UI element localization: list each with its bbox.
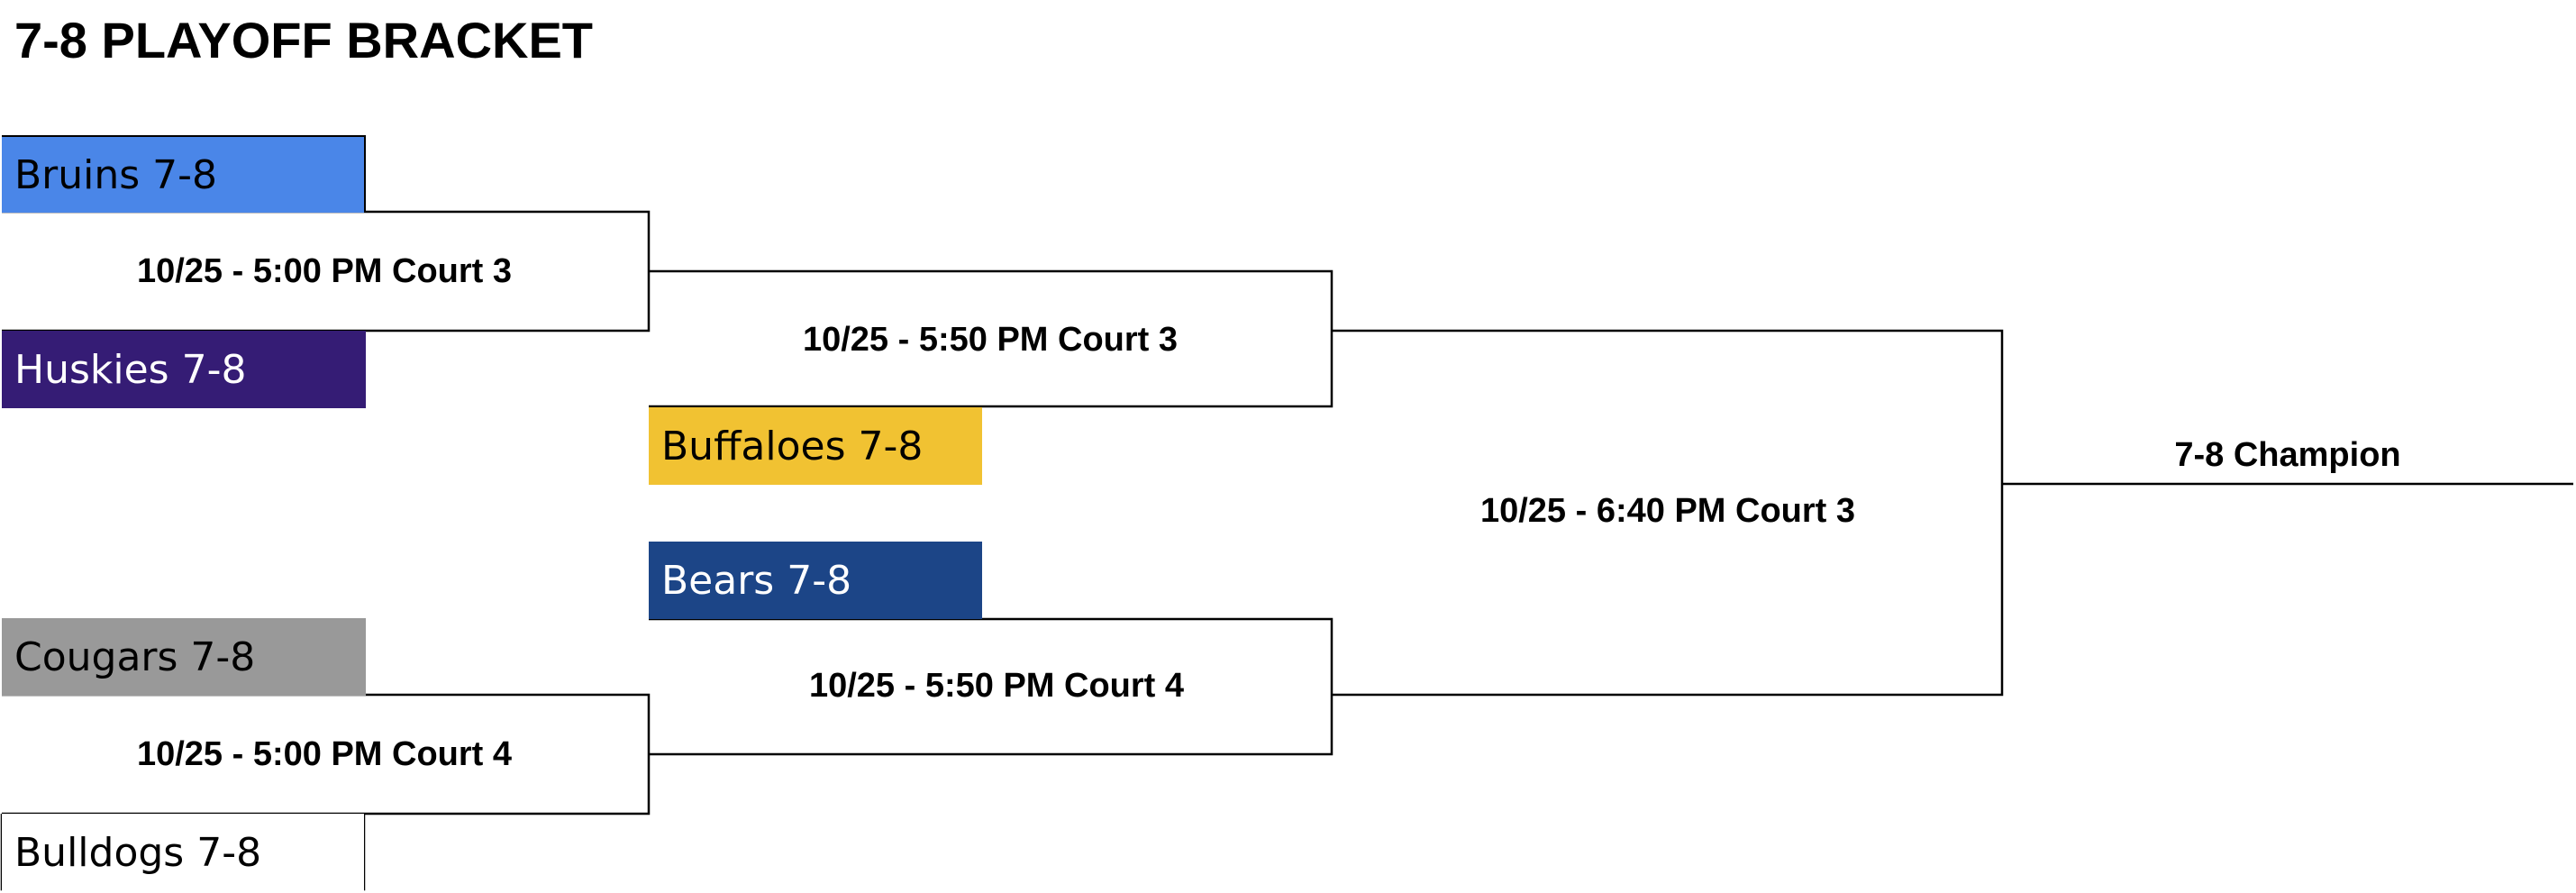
game-round2-top: 10/25 - 5:50 PM Court 3	[802, 321, 1179, 359]
team-bruins: Bruins 7-8	[2, 135, 366, 213]
team-cougars: Cougars 7-8	[2, 618, 366, 696]
team-buffaloes: Buffaloes 7-8	[649, 407, 982, 485]
bracket-line-r2-top	[649, 269, 1334, 408]
game-round2-bottom: 10/25 - 5:50 PM Court 4	[808, 667, 1185, 705]
page-title: 7-8 PLAYOFF BRACKET	[14, 12, 594, 68]
champion-label: 7-8 Champion	[2174, 436, 2401, 474]
team-bulldogs: Bulldogs 7-8	[2, 814, 364, 891]
team-huskies: Huskies 7-8	[2, 331, 366, 408]
game-round1-bottom: 10/25 - 5:00 PM Court 4	[136, 735, 513, 773]
game-round1-top: 10/25 - 5:00 PM Court 3	[136, 252, 513, 290]
bracket-line-final	[1332, 329, 2004, 697]
game-final: 10/25 - 6:40 PM Court 3	[1479, 492, 1856, 530]
bracket-line-r2-bottom	[649, 617, 1334, 756]
team-bears: Bears 7-8	[649, 542, 982, 619]
